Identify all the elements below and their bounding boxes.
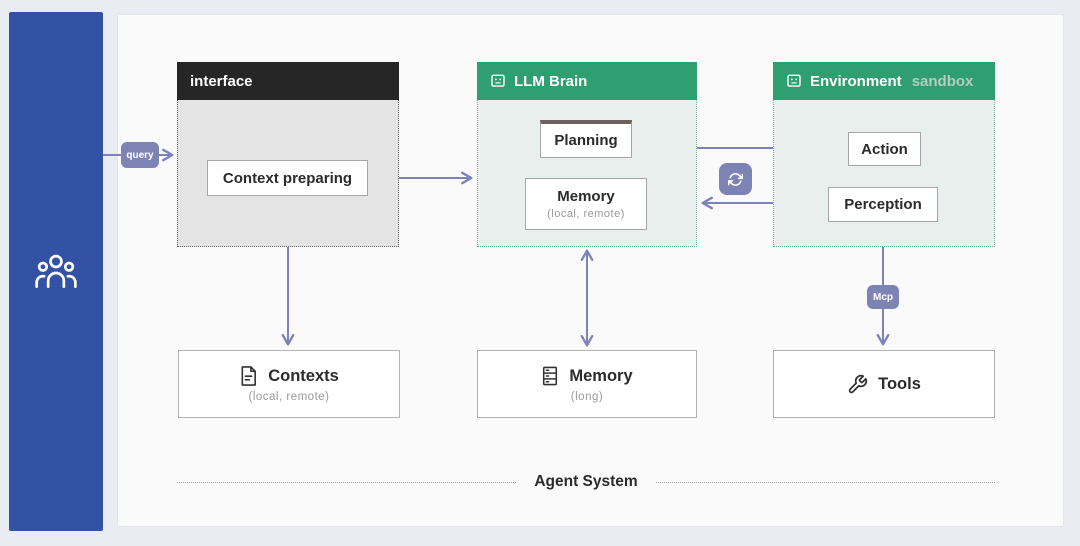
robot-icon [786,73,802,89]
query-badge: query [121,142,159,168]
store-contexts: Contexts (local, remote) [178,350,400,418]
mcp-badge: Mcp [867,285,899,309]
memory-long-label: Memory [569,366,633,385]
footer-divider: Agent System [177,473,995,491]
environment-subtitle: sandbox [911,72,974,90]
node-context-preparing: Context preparing [207,160,368,196]
llm-brain-header: LLM Brain [477,62,697,100]
contexts-subtitle: (local, remote) [248,391,330,403]
footer-dash-right [655,481,995,483]
node-action: Action [848,132,921,166]
node-perception: Perception [828,187,938,222]
wrench-icon [847,374,868,395]
context-preparing-label: Context preparing [222,169,353,187]
robot-icon [490,73,506,89]
database-icon [541,365,559,387]
environment-title: Environment [810,72,902,90]
tools-label: Tools [878,374,921,393]
node-planning: Planning [540,120,632,158]
action-label: Action [861,140,908,158]
document-icon [239,365,258,387]
footer-label: Agent System [534,473,638,490]
sync-badge [719,163,752,195]
query-badge-label: query [126,149,154,161]
memory-long-subtitle: (long) [570,391,604,403]
team-icon [33,251,79,293]
planning-label: Planning [554,132,618,149]
interface-header: interface [177,62,399,100]
environment-header: Environment sandbox [773,62,995,100]
memory-subtitle: (local, remote) [547,208,625,220]
llm-brain-title: LLM Brain [514,72,588,90]
perception-label: Perception [844,196,922,213]
store-tools: Tools [773,350,995,418]
memory-label: Memory [557,188,615,205]
contexts-label: Contexts [268,366,339,385]
interface-title: interface [190,72,253,90]
node-memory: Memory (local, remote) [525,178,647,230]
sync-icon [728,172,743,187]
footer-dash-left [177,481,517,483]
group-interface: interface [177,62,399,247]
sidebar [9,12,103,531]
store-memory-long: Memory (long) [477,350,697,418]
mcp-badge-label: Mcp [873,291,893,303]
